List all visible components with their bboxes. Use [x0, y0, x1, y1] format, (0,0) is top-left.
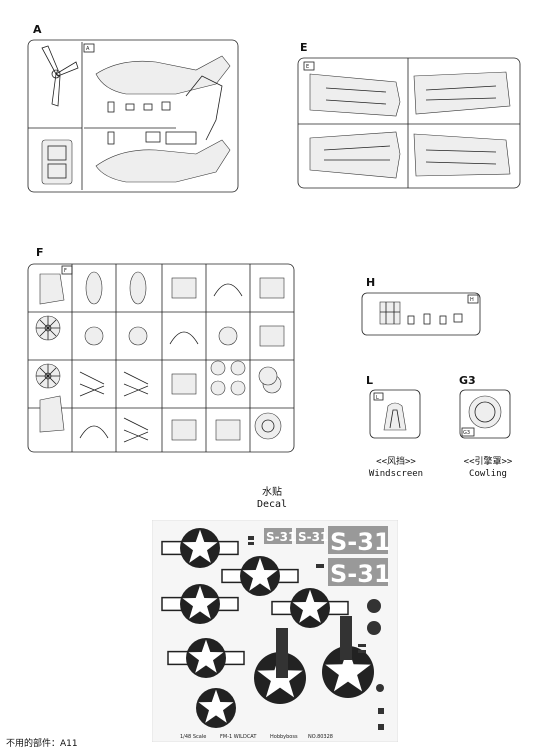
sprue-f-part — [84, 326, 104, 346]
decal-sheet: S-31 S-31 S-31 S-31 1/48 Scale FM-1 WILD… — [152, 520, 398, 742]
sprue-f-part — [171, 419, 197, 441]
wing-upper-left — [309, 73, 401, 117]
sprue-f-part — [129, 271, 147, 305]
sprue-f-part — [123, 417, 149, 443]
sprue-f-part — [213, 283, 243, 297]
sprue-f-label: F — [36, 246, 44, 259]
engine-front-1 — [35, 315, 61, 341]
sprue-g3-label: G3 — [459, 374, 476, 387]
sprue-f-part — [215, 419, 241, 441]
insignia-decal-4 — [271, 588, 349, 628]
insignia-decal-8 — [322, 646, 374, 698]
wing-lower-left — [309, 131, 401, 179]
sprue-g3: G3 — [458, 388, 512, 440]
code-decal-large-2: S-31 — [328, 558, 391, 588]
tail-part-2 — [39, 395, 65, 433]
svg-text:S-31: S-31 — [330, 560, 391, 588]
decal-scale-text: 1/48 Scale — [180, 734, 206, 740]
code-decal-small-1: S-31 — [264, 528, 296, 544]
tail-part-1 — [39, 273, 65, 305]
decal-title: 水贴 Decal — [256, 487, 288, 510]
windscreen-caption: <<风挡>> Windscreen — [368, 457, 424, 479]
sprue-l: L — [368, 388, 422, 440]
insignia-decal-5 — [167, 638, 245, 678]
unused-parts-note: 不用的部件：A11 — [6, 739, 78, 749]
sprue-e: E — [296, 54, 522, 192]
fuselage-half-upper — [95, 55, 231, 95]
code-decal-small-2: S-31 — [296, 528, 328, 544]
small-parts-a — [107, 101, 197, 145]
sprue-a-tag: A — [86, 46, 90, 52]
decal-model-text: FM-1 WILDCAT — [220, 734, 257, 740]
cockpit-tub-part — [41, 139, 73, 185]
sprue-l-label: L — [366, 374, 374, 387]
cowling-part — [468, 395, 502, 429]
clear-parts-h — [379, 301, 463, 325]
small-stencils — [248, 536, 384, 730]
wing-lower-right — [413, 133, 511, 177]
sprue-f-part — [85, 271, 103, 305]
insignia-decal-2 — [221, 556, 299, 596]
sprue-f-tag: F — [64, 268, 67, 274]
sprue-h: H — [360, 290, 482, 338]
engine-front-2 — [35, 363, 61, 389]
svg-text:S-31: S-31 — [266, 530, 296, 544]
sprue-f-part — [79, 371, 105, 397]
insignia-decal-6 — [196, 688, 236, 728]
svg-text:S-31: S-31 — [330, 528, 391, 556]
sprue-g3-tag: G3 — [463, 430, 470, 436]
sprue-f-part — [79, 425, 109, 439]
wing-upper-right — [413, 71, 511, 115]
code-decal-large-1: S-31 — [328, 526, 391, 556]
sprue-e-tag: E — [306, 64, 309, 70]
sprue-f: F — [26, 260, 296, 456]
sprue-f-part — [218, 326, 238, 346]
sprue-h-tag: H — [470, 297, 474, 303]
decal-brand-text: Hobbyboss — [270, 734, 298, 740]
gear-stripe-decals — [276, 616, 352, 678]
insignia-decal-1 — [161, 528, 239, 568]
sprue-f-part — [259, 325, 285, 347]
engine-rear-part — [254, 412, 282, 440]
sprue-l-tag: L — [376, 395, 379, 401]
cowling-caption: <<引擎罩>> Cowling — [463, 457, 513, 479]
windscreen-part — [383, 402, 407, 431]
fuselage-half-lower — [95, 139, 231, 183]
sprue-f-part — [171, 373, 197, 395]
sprue-f-part — [259, 277, 285, 299]
sprue-f-part — [128, 326, 148, 346]
sprue-f-part — [123, 371, 149, 397]
decal-number-text: NO.80328 — [308, 734, 333, 740]
propeller-part — [41, 45, 79, 107]
sprue-a-label: A — [33, 23, 42, 36]
sprue-h-label: H — [366, 276, 376, 289]
instrument-decals — [367, 599, 384, 692]
sprue-f-part — [169, 331, 199, 345]
sprue-f-part — [171, 277, 197, 299]
insignia-decal-3 — [161, 584, 239, 624]
sprue-a: A — [26, 36, 240, 196]
wheels-part — [210, 360, 278, 396]
sprue-e-label: E — [300, 41, 308, 54]
svg-text:S-31: S-31 — [298, 530, 328, 544]
